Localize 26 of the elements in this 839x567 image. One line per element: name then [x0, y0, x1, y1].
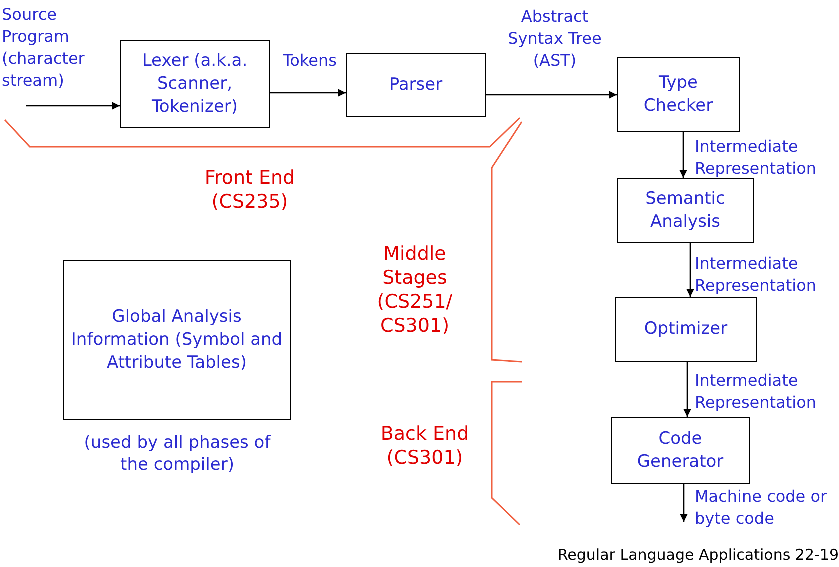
arrow: [684, 362, 692, 417]
edge-label: Source Program (character stream): [2, 4, 86, 92]
process-box: Semantic Analysis: [617, 178, 754, 243]
process-box: Global Analysis Information (Symbol and Attribute Tables): [63, 260, 291, 420]
section-label: Front End (CS235): [204, 166, 296, 214]
arrow: [270, 89, 346, 97]
edge-label: Intermediate Representation: [695, 370, 818, 414]
process-box: Parser: [346, 53, 486, 117]
section-label: Middle Stages (CS251/ CS301): [376, 242, 454, 338]
arrow: [680, 132, 688, 178]
arrow: [26, 102, 120, 110]
edge-label: Intermediate Representation: [695, 253, 818, 297]
node-caption: (used by all phases of the compiler): [83, 432, 272, 476]
edge-label: Abstract Syntax Tree (AST): [507, 6, 603, 72]
edge-label: Tokens: [282, 50, 338, 72]
arrow: [680, 484, 688, 522]
process-box: Type Checker: [617, 57, 740, 132]
process-box: Lexer (a.k.a. Scanner, Tokenizer): [120, 40, 270, 128]
arrow: [686, 243, 694, 297]
process-box: Optimizer: [615, 297, 757, 362]
edge-label: Intermediate Representation: [695, 136, 818, 180]
section-label: Back End (CS301): [380, 422, 470, 470]
edge-label: Machine code or byte code: [695, 486, 828, 530]
footer-text: Regular Language Applications 22-19: [556, 545, 839, 565]
process-box: Code Generator: [611, 417, 750, 484]
arrow: [486, 91, 617, 99]
